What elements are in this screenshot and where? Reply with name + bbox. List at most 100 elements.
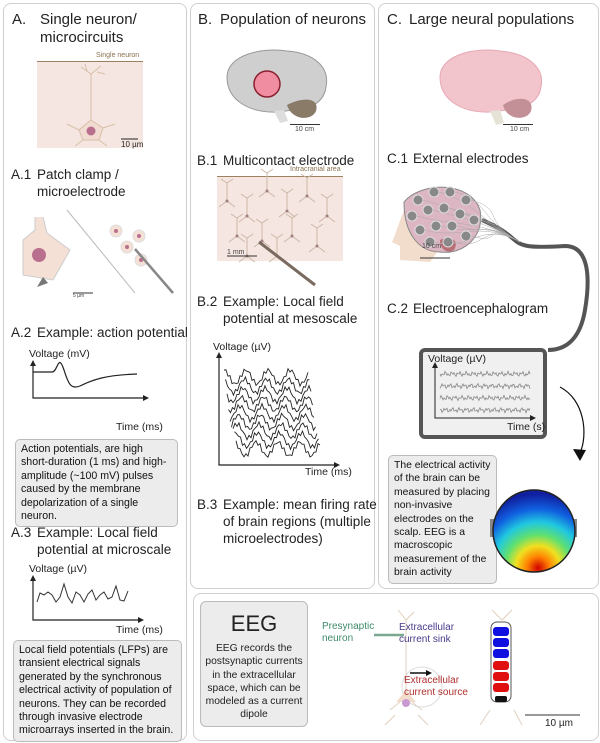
eeg-description: The electrical activity of the brain can… — [388, 455, 497, 584]
neuron-soma — [245, 214, 249, 218]
neuron — [238, 193, 256, 223]
neuron — [238, 233, 256, 263]
scale-label: 5 µm — [73, 293, 85, 299]
presynaptic-neuron-label: Presynaptic neuron — [322, 621, 375, 644]
b2-label: B.2 — [197, 294, 218, 309]
title-line: Patch clamp / — [37, 167, 119, 182]
scale-label: 10 µm — [545, 718, 573, 729]
lfp-trace — [234, 429, 319, 451]
neuron — [278, 188, 296, 218]
electrode-icon — [428, 186, 440, 198]
x-axis-label: Time (ms) — [116, 624, 163, 636]
title-line: Multicontact electrode — [223, 153, 355, 168]
image-caption: Intracranial area — [290, 166, 341, 173]
y-axis-label: Voltage (µV) — [428, 353, 486, 365]
electrode-icon — [438, 202, 450, 214]
panel-a-label: A. — [12, 11, 27, 28]
panel-c-label: C. — [387, 11, 402, 28]
image-caption: Single neuron — [96, 52, 140, 59]
a2-title: A.2 Example: action potential — [11, 324, 188, 341]
title-line: Example: Local field — [223, 294, 344, 309]
title-line: Electroencephalogram — [413, 301, 549, 316]
electrode-icon — [468, 214, 480, 226]
b2-title: B.2 Example: Local field potential at meso… — [197, 293, 357, 327]
lfp-trace — [226, 384, 312, 406]
a2-label: A.2 — [11, 325, 32, 340]
scale-bar — [503, 124, 533, 125]
neuron — [228, 213, 246, 243]
title-line: Single neuron/ — [40, 11, 137, 28]
lfp-trace — [232, 420, 318, 442]
patch-clamp-drawing — [22, 209, 174, 294]
title-line: External electrodes — [413, 151, 529, 166]
electrode-icon — [414, 224, 426, 236]
electrode-icon — [460, 194, 472, 206]
neuron-drawing — [66, 63, 138, 147]
y-axis-label: Voltage (µV) — [213, 341, 271, 353]
eeg-title: EEG — [230, 611, 278, 636]
neuron — [308, 223, 326, 253]
y-axis-label: Voltage (µV) — [29, 563, 87, 575]
eeg-info-box: EEG EEG records the postsynaptic current… — [200, 601, 308, 727]
lfp-trace — [229, 402, 315, 424]
title-line: Example: action potential — [37, 325, 188, 340]
c2-label: C.2 — [387, 301, 409, 316]
lfp-description: Local field potentials (LFPs) are transi… — [13, 640, 182, 742]
electrode-icon — [444, 186, 456, 198]
electrode-icon — [406, 210, 418, 222]
neuron-population-drawing — [218, 168, 336, 287]
electrode-icon — [422, 204, 434, 216]
title-line: potential at mesoscale — [223, 311, 358, 326]
eeg-topographic-map — [490, 489, 577, 573]
neuron-soma — [235, 234, 239, 238]
electrode — [258, 240, 316, 287]
a1-title: A.1 Patch clamp / microelectrode — [11, 166, 126, 200]
title-line: microelectrode — [37, 184, 126, 199]
panel-a-title: A. Single neuron/microcircuits — [12, 11, 137, 47]
lfp-trace — [225, 375, 310, 397]
title-line: Example: mean firing rate — [223, 497, 377, 512]
lfp-trace — [228, 394, 313, 414]
c1-title: C.1 External electrodes — [387, 150, 529, 167]
eeg-trace — [439, 394, 531, 402]
arrow-icon — [559, 386, 586, 461]
eeg-panel-description: EEG records the postsynaptic currents in… — [205, 643, 303, 721]
divider — [37, 61, 143, 62]
scale-label: 1 mm — [227, 249, 245, 256]
panel-b-title: B. Population of neurons — [198, 11, 366, 29]
title-line: Population of neurons — [220, 11, 366, 28]
neuron — [218, 178, 236, 208]
lfp-trace — [231, 412, 316, 432]
neuron-soma — [285, 209, 289, 213]
brain-gray-illustration — [226, 49, 328, 123]
eeg-monitor — [419, 348, 547, 439]
panel-c-title: C.Large neural populations — [387, 11, 574, 29]
eeg-head-illustration — [392, 186, 590, 352]
neuron-soma — [305, 194, 309, 198]
title-line: microcircuits — [40, 29, 124, 46]
neuron-soma — [265, 189, 269, 193]
eeg-traces-chart — [432, 362, 536, 421]
neuron — [283, 213, 301, 243]
electrode-icon — [446, 220, 458, 232]
scale-label: 10 cm — [422, 243, 442, 250]
scale-label: 10 µm — [121, 140, 144, 149]
neuron — [298, 173, 316, 203]
x-axis-label: Time (s) — [507, 421, 546, 433]
y-axis-label: Voltage (mV) — [29, 348, 90, 360]
neuron — [268, 233, 286, 263]
a1-label: A.1 — [11, 167, 32, 182]
x-axis-label: Time (ms) — [116, 421, 163, 433]
electrode-icon — [442, 236, 454, 248]
c1-label: C.1 — [387, 151, 409, 166]
panel-b-label: B. — [198, 11, 213, 28]
title-line: of brain regions (multiple — [223, 514, 371, 529]
electrode-wire — [470, 199, 521, 243]
neuron-soma — [315, 244, 319, 248]
a3-label: A.3 — [11, 525, 32, 540]
action-potential-chart — [30, 360, 149, 401]
electrode-wire — [452, 233, 521, 245]
action-potential-description: Action potentials, are high short-durati… — [15, 439, 178, 528]
